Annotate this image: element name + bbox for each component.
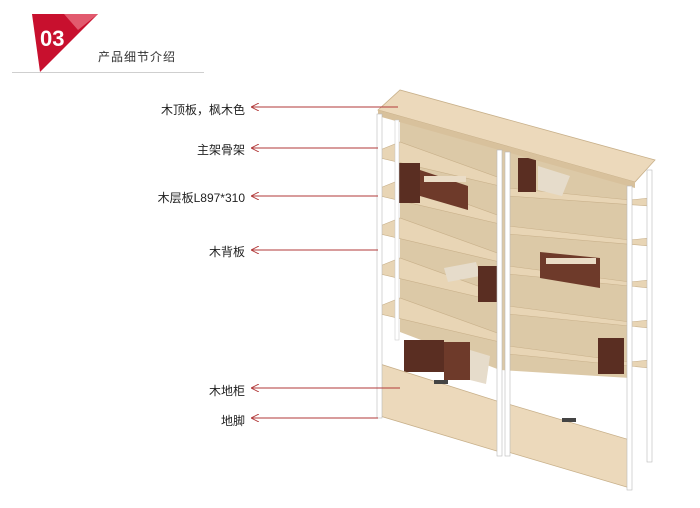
- section-title: 产品细节介绍: [98, 50, 177, 64]
- red-triangle-icon: [32, 14, 98, 72]
- section-badge: 03: [32, 14, 98, 72]
- metal-frame: [376, 113, 653, 491]
- drawer-handle-left: [434, 380, 448, 384]
- triangle-highlight-icon: [64, 14, 98, 30]
- header-divider: [12, 72, 204, 73]
- callout-base-cabinet: 木地柜: [208, 384, 245, 398]
- callout-back-panel: 木背板: [208, 245, 245, 259]
- section-number: 03: [40, 26, 64, 51]
- callout-top-panel: 木顶板，枫木色: [160, 103, 245, 117]
- drawer-handle-right: [562, 418, 576, 422]
- leader-lines: [252, 107, 400, 418]
- books: [398, 158, 624, 384]
- callout-foot: 地脚: [220, 414, 245, 428]
- top-panel-edge: [378, 110, 635, 188]
- callout-shelf-board: 木层板L897*310: [157, 191, 245, 205]
- base-cabinet-right: [507, 403, 631, 489]
- callout-main-frame: 主架骨架: [196, 143, 245, 157]
